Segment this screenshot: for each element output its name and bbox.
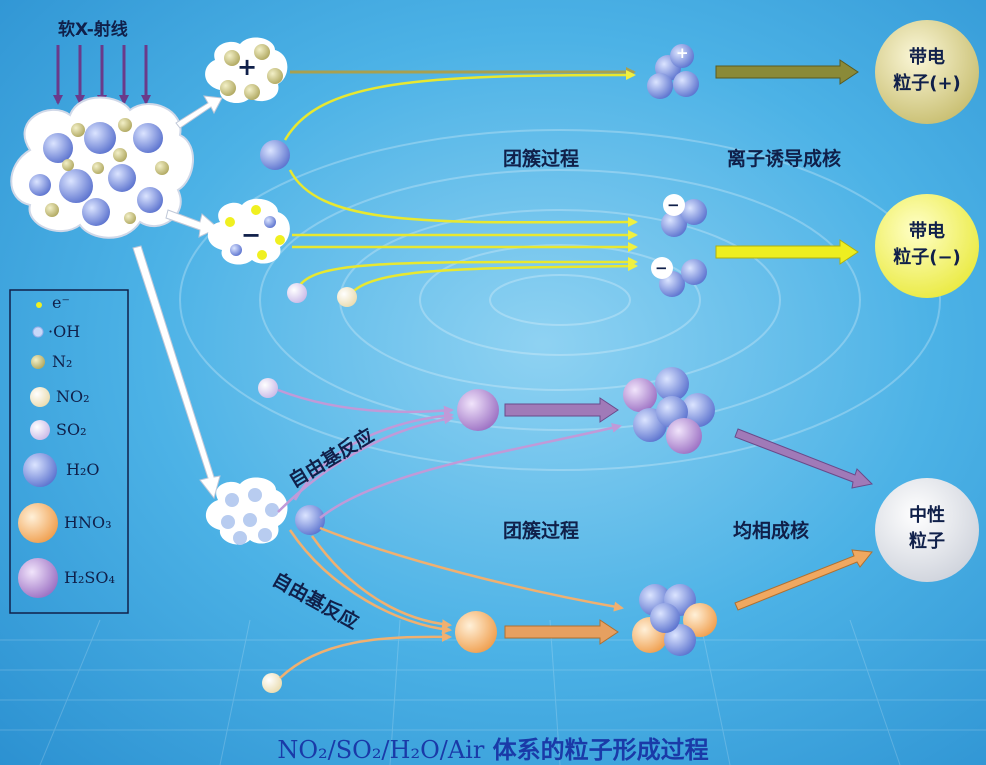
radical-paths-purple [277, 388, 622, 519]
cluster-process-bottom-label: 团簇过程 [503, 520, 580, 542]
legend-swatch-oh [32, 326, 44, 338]
negative-cluster-product-2 [651, 257, 707, 297]
legend-box [9, 289, 129, 614]
negative-ion-cluster [207, 198, 290, 265]
positive-particle-label: 带电 粒子(+) [877, 45, 977, 97]
radical-paths-orange [279, 526, 624, 679]
legend-label-h2o: H₂O [66, 460, 100, 479]
homogeneous-nucleation-arrow-2 [734, 549, 873, 611]
free-no2-molecule-lower [262, 673, 282, 693]
positive-cluster-product [647, 44, 699, 99]
plus-sign: + [237, 53, 258, 81]
legend-swatch-no2 [30, 387, 50, 407]
homogeneous-nucleation-label: 均相成核 [733, 520, 810, 542]
negative-particle [875, 194, 979, 298]
h2so4-molecule [457, 389, 499, 431]
nitrate-cluster-arrow [504, 619, 619, 645]
neutral-particle [875, 478, 979, 582]
legend-label-oh: ·OH [48, 322, 81, 341]
negative-particle-label: 带电 粒子(−) [877, 219, 977, 271]
cluster-minus-sign-1: − [667, 196, 680, 214]
legend-label-so2: SO₂ [56, 420, 87, 439]
ion-nucleation-label: 离子诱导成核 [727, 148, 842, 170]
neutral-particle-label-line1: 中性 [909, 505, 945, 526]
negative-particle-label-line1: 带电 [909, 221, 945, 242]
neutral-particle-label: 中性 粒子 [877, 503, 977, 555]
homogeneous-nucleation-arrow-1 [734, 428, 874, 489]
legend-swatch-hno3 [18, 503, 58, 543]
sulfate-cluster-product [623, 367, 715, 454]
negative-cluster-product-1 [661, 194, 707, 237]
legend-label-electron: e⁻ [52, 293, 70, 312]
source-cloud [10, 96, 194, 239]
legend-swatch-n2 [31, 355, 45, 369]
free-no2-molecule [337, 287, 357, 307]
positive-particle-label-line2: 粒子(+) [893, 73, 961, 94]
legend-swatch-so2 [30, 420, 50, 440]
caption-formula: NO₂/SO₂/H₂O/Air [277, 736, 485, 764]
neutral-particle-label-line2: 粒子 [909, 531, 945, 552]
caption-text: 体系的粒子形成过程 [484, 736, 709, 764]
sulfate-cluster-arrow [504, 397, 619, 423]
positive-ion-cluster [205, 37, 288, 104]
cluster-plus-sign: + [676, 44, 689, 62]
free-so2-molecule [287, 283, 307, 303]
legend-label-h2so4: H₂SO₄ [64, 568, 115, 587]
oh-radical-cluster [295, 505, 325, 535]
neutral-cluster [205, 477, 288, 545]
xray-arrows [53, 45, 151, 105]
legend-swatch-h2o [23, 453, 57, 487]
negative-nucleation-arrow [715, 239, 859, 265]
free-water-molecule [260, 140, 290, 170]
positive-nucleation-arrow [715, 59, 859, 85]
minus-sign: − [241, 221, 262, 249]
negative-particle-label-line2: 粒子(−) [893, 247, 961, 268]
cluster-minus-sign-2: − [655, 259, 668, 277]
legend-label-n2: N₂ [52, 352, 73, 371]
positive-particle [875, 20, 979, 124]
cloud-arrows [132, 95, 223, 500]
positive-particle-label-line1: 带电 [909, 47, 945, 68]
figure-caption: NO₂/SO₂/H₂O/Air 体系的粒子形成过程 [0, 730, 986, 765]
hno3-molecule [455, 611, 497, 653]
background-swirl [179, 129, 941, 471]
negative-path-arrows [283, 70, 638, 296]
cluster-process-top-label: 团簇过程 [503, 148, 580, 170]
free-so2-molecule-lower [258, 378, 278, 398]
legend-label-hno3: HNO₃ [64, 513, 112, 532]
xray-label: 软X-射线 [58, 20, 128, 40]
legend-swatch-electron [36, 302, 42, 308]
nitrate-cluster-product [632, 584, 717, 656]
legend-label-no2: NO₂ [56, 387, 90, 406]
legend-swatch-h2so4 [18, 558, 58, 598]
